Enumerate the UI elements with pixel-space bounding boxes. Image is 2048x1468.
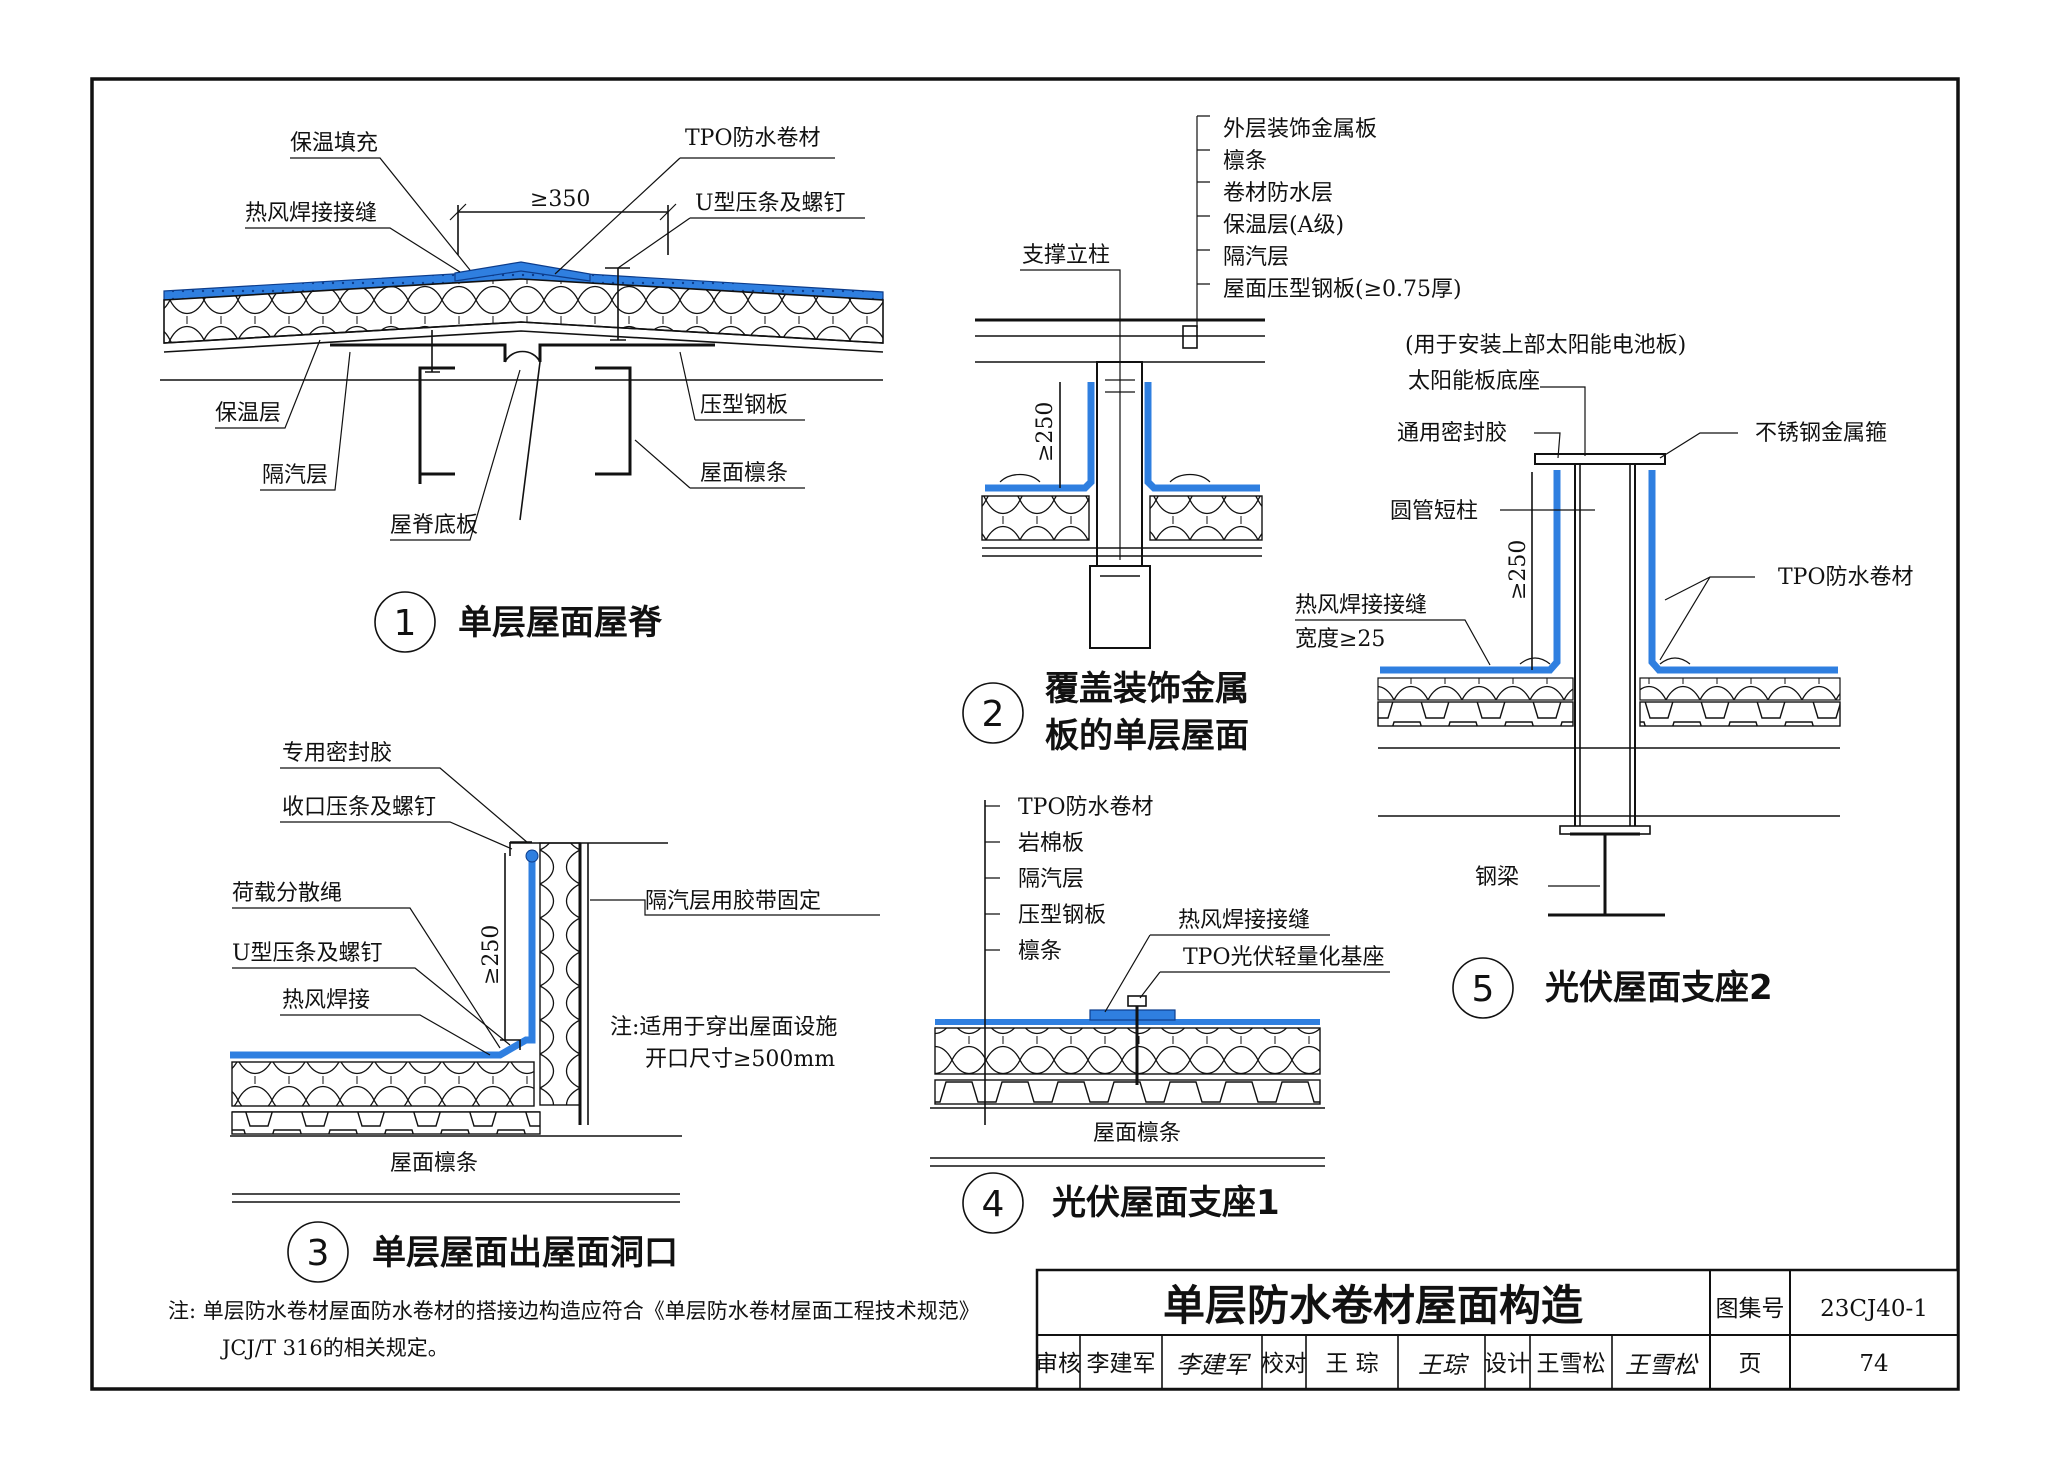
detail-3-number-circle (287, 1221, 349, 1283)
label-purlin-d2: 檩条 (1223, 149, 1267, 174)
label-hot-air-weld: 热风焊接 (282, 988, 370, 1013)
label-rockwool: 岩棉板 (1018, 831, 1084, 856)
dim-250-d2: ≥250 (1033, 402, 1058, 462)
detail-5-pv-support-2: ≥250 (用于安装上部太阳能电池板) 太阳能板底座 通用密封胶 不锈钢金属箍 … (1295, 333, 1914, 1019)
dim-250-d3: ≥250 (479, 925, 504, 985)
label-vapor-tape: 隔汽层用胶带固定 (645, 889, 821, 914)
detail-2-number-circle (962, 682, 1024, 744)
checker-name: 王 琮 (1325, 1351, 1378, 1377)
label-round-post: 圆管短柱 (1390, 499, 1478, 524)
note-d3-2: 开口尺寸≥500mm (645, 1047, 835, 1072)
detail-1-ridge: ≥350 保温填充 热风焊接接缝 TPO防水卷材 U型压条及螺钉 保温层 隔汽层… (160, 126, 884, 653)
label-ss-band: 不锈钢金属箍 (1755, 421, 1887, 446)
label-insulation-d2: 保温层(A级) (1223, 213, 1344, 238)
label-load-rope: 荷载分散绳 (232, 881, 342, 906)
label-membrane-d2: 卷材防水层 (1223, 181, 1333, 206)
label-hot-air-seam-d5: 热风焊接接缝 (1295, 593, 1427, 618)
label-insulation-fill: 保温填充 (290, 131, 378, 156)
label-vapor-d2: 隔汽层 (1223, 245, 1289, 270)
page-label: 页 (1739, 1351, 1762, 1377)
detail-3-number: 3 (307, 1233, 330, 1274)
label-solar-base: 太阳能板底座 (1408, 369, 1540, 394)
label-purlin: 屋面檩条 (700, 461, 788, 486)
label-width: 宽度≥25 (1295, 627, 1385, 652)
label-steel-deck: 压型钢板 (700, 393, 788, 418)
dim-350: ≥350 (530, 187, 590, 212)
note-d3-1: 注:适用于穿出屋面设施 (610, 1015, 837, 1040)
label-ridge-plate: 屋脊底板 (390, 513, 478, 538)
label-steel-deck-d2: 屋面压型钢板(≥0.75厚) (1223, 277, 1462, 302)
sheet-frame (90, 77, 1960, 1391)
page-number: 74 (1859, 1351, 1888, 1377)
label-outer-panel: 外层装饰金属板 (1223, 117, 1377, 142)
detail-4-number-circle (962, 1172, 1024, 1234)
detail-2-number: 2 (982, 694, 1005, 735)
atlas-label: 图集号 (1716, 1296, 1785, 1322)
label-pv-base: TPO光伏轻量化基座 (1183, 945, 1385, 970)
label-steel-deck-d4: 压型钢板 (1018, 903, 1106, 928)
detail-2-decorative-panel: ≥250 支撑立柱 外层装饰金属板 檩条 卷材防水层 保温层(A级) 隔汽层 屋… (962, 115, 1462, 756)
label-u-strip: U型压条及螺钉 (695, 191, 846, 216)
label-vapor: 隔汽层 (262, 463, 328, 488)
title-block: 单层防水卷材屋面构造 图集号 23CJ40-1 审核 李建军 李建军 校对 王 … (1035, 1268, 1960, 1391)
detail-4-caption: 光伏屋面支座1 (1052, 1183, 1280, 1223)
label-sealant-d3: 专用密封胶 (282, 741, 392, 766)
label-purlin-d3: 屋面檩条 (390, 1151, 478, 1176)
detail-3-caption: 单层屋面出屋面洞口 (372, 1233, 678, 1273)
review-label: 审核 (1035, 1351, 1081, 1377)
detail-4-number: 4 (982, 1184, 1005, 1225)
label-u-strip-d3: U型压条及螺钉 (232, 941, 383, 966)
designer-signature: 王雪松 (1625, 1351, 1699, 1379)
label-vapor-d4: 隔汽层 (1018, 867, 1084, 892)
detail-4-pv-support-1: TPO防水卷材 岩棉板 隔汽层 压型钢板 檩条 热风焊接接缝 TPO光伏轻量化基… (930, 795, 1390, 1234)
detail-2-caption-2: 板的单层屋面 (1045, 716, 1249, 756)
atlas-number: 23CJ40-1 (1820, 1296, 1928, 1322)
reviewer-name: 李建军 (1087, 1351, 1156, 1377)
detail-5-number-circle (1452, 957, 1514, 1019)
label-tpo: TPO防水卷材 (685, 126, 821, 151)
label-closure-strip: 收口压条及螺钉 (282, 795, 436, 820)
label-hot-air-seam-d4: 热风焊接接缝 (1178, 908, 1310, 933)
dim-250-d5: ≥250 (1506, 540, 1531, 600)
detail-5-caption: 光伏屋面支座2 (1545, 968, 1773, 1008)
check-label: 校对 (1261, 1351, 1307, 1377)
detail-2-caption-1: 覆盖装饰金属 (1044, 669, 1249, 709)
detail-3-opening: ≥250 专用密封胶 收口压条及螺钉 荷载分散绳 U型压条及螺钉 热风焊接 隔汽… (230, 741, 880, 1283)
label-insulation: 保温层 (215, 401, 281, 426)
detail-1-number: 1 (394, 603, 417, 644)
label-support-post: 支撑立柱 (1022, 243, 1110, 268)
label-purpose: (用于安装上部太阳能电池板) (1405, 333, 1686, 358)
design-label: 设计 (1484, 1351, 1530, 1377)
footnote-line-1: 注: 单层防水卷材屋面防水卷材的搭接边构造应符合《单层防水卷材屋面工程技术规范》 (168, 1299, 980, 1323)
checker-signature: 王琮 (1418, 1351, 1470, 1379)
detail-1-number-circle (374, 591, 436, 653)
label-hot-air-seam: 热风焊接接缝 (245, 201, 377, 226)
label-roof-purlin-d4: 屋面檩条 (1093, 1121, 1181, 1146)
designer-name: 王雪松 (1537, 1351, 1606, 1377)
drawing-title: 单层防水卷材屋面构造 (1163, 1281, 1583, 1330)
reviewer-signature: 李建军 (1176, 1351, 1251, 1379)
label-steel-beam: 钢梁 (1475, 865, 1519, 890)
label-sealant-d5: 通用密封胶 (1397, 421, 1507, 446)
detail-1-caption: 单层屋面屋脊 (458, 603, 663, 643)
footnote-line-2: JCJ/T 316的相关规定。 (220, 1336, 449, 1360)
label-tpo-d5: TPO防水卷材 (1778, 565, 1914, 590)
detail-5-number: 5 (1472, 969, 1495, 1010)
label-tpo-d4: TPO防水卷材 (1018, 795, 1154, 820)
label-purlin-d4: 檩条 (1018, 939, 1062, 964)
